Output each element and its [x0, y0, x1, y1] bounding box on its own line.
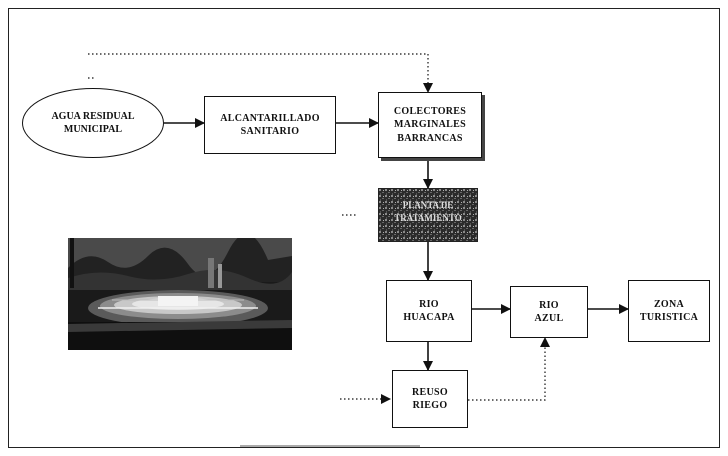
node-reuso-riego: REUSO RIEGO — [392, 370, 468, 428]
node-colectores: COLECTORES MARGINALES BARRANCAS — [378, 92, 482, 158]
node-agua-residual-municipal: AGUA RESIDUAL MUNICIPAL — [22, 88, 164, 158]
node-zona-turistica: ZONA TURISTICA — [628, 280, 710, 342]
node-label: AGUA RESIDUAL MUNICIPAL — [51, 110, 134, 137]
node-planta-tratamiento: PLANTA DE TRATAMIENTO — [378, 188, 478, 242]
photo-drawing — [68, 238, 292, 350]
node-rio-azul: RIO AZUL — [510, 286, 588, 338]
treatment-plant-photo — [68, 238, 292, 350]
node-label: RIO HUACAPA — [403, 298, 454, 325]
node-label: REUSO RIEGO — [412, 386, 448, 413]
node-label: ZONA TURISTICA — [640, 298, 698, 325]
node-label: COLECTORES MARGINALES BARRANCAS — [394, 105, 466, 146]
dotted-reuso-to-azul — [468, 338, 545, 400]
node-label: PLANTA DE TRATAMIENTO — [379, 199, 477, 224]
node-label: ALCANTARILLADO SANITARIO — [220, 112, 320, 139]
dotted-top-line — [88, 54, 428, 92]
node-alcantarillado-sanitario: ALCANTARILLADO SANITARIO — [204, 96, 336, 154]
node-rio-huacapa: RIO HUACAPA — [386, 280, 472, 342]
node-label: RIO AZUL — [535, 299, 564, 326]
